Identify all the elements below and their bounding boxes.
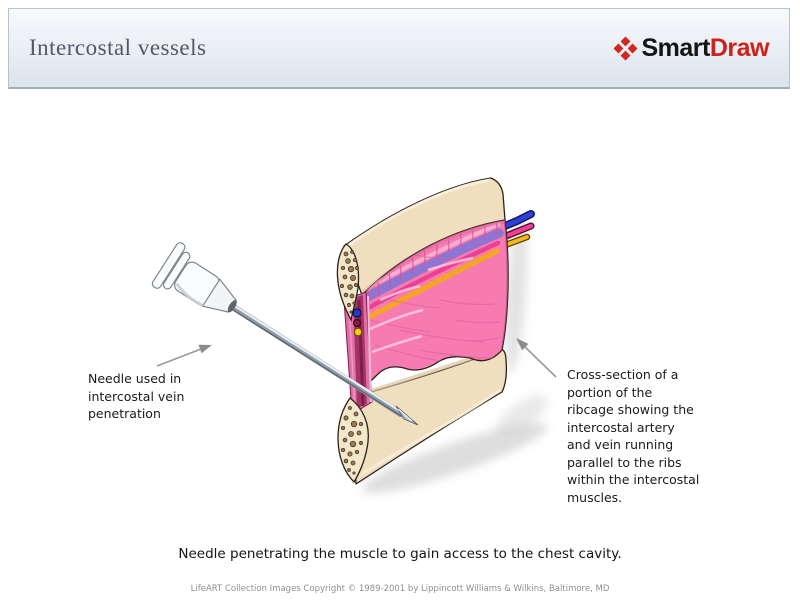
intercostal-muscle bbox=[351, 219, 509, 399]
cut-vessel-dots bbox=[352, 308, 363, 337]
copyright-footer: LifeART Collection Images Copyright © 19… bbox=[190, 584, 610, 594]
smartdraw-logo-text: SmartDraw bbox=[641, 34, 769, 63]
muscle-highlights bbox=[367, 256, 474, 354]
page-title: Intercostal vessels bbox=[29, 35, 207, 60]
smartdraw-logo: SmartDraw bbox=[613, 34, 770, 63]
intercostal-artery-dot bbox=[353, 319, 362, 328]
needle bbox=[151, 242, 419, 426]
trabecular-bone-speckles bbox=[340, 250, 359, 314]
slab-shadow bbox=[362, 217, 548, 493]
page-header: Intercostal vessels SmartDraw bbox=[8, 8, 790, 89]
label-arrow-right bbox=[516, 338, 557, 378]
nerve-band bbox=[359, 248, 500, 324]
needle-hub bbox=[151, 242, 237, 313]
bottom-rib-cross-section bbox=[337, 397, 369, 484]
logo-draw: Draw bbox=[709, 33, 770, 62]
needle-tip bbox=[395, 405, 419, 426]
artery-band bbox=[358, 240, 501, 315]
vein-band bbox=[355, 228, 504, 306]
top-rib-cross-section bbox=[336, 243, 360, 322]
cross-section-label: Cross-section of a portion of the ribcag… bbox=[567, 367, 700, 505]
intercostal-vein-dot bbox=[352, 308, 362, 318]
trabecular-bone-speckles bbox=[340, 406, 364, 475]
needle-label: Needle used in intercostal vein penetrat… bbox=[88, 371, 185, 421]
logo-smart: Smart bbox=[641, 33, 710, 62]
needle-shaft bbox=[229, 303, 405, 418]
figure-caption: Needle penetrating the muscle to gain ac… bbox=[178, 546, 622, 562]
label-arrow-left bbox=[156, 344, 212, 367]
intercostal-nerve-dot bbox=[353, 327, 363, 337]
